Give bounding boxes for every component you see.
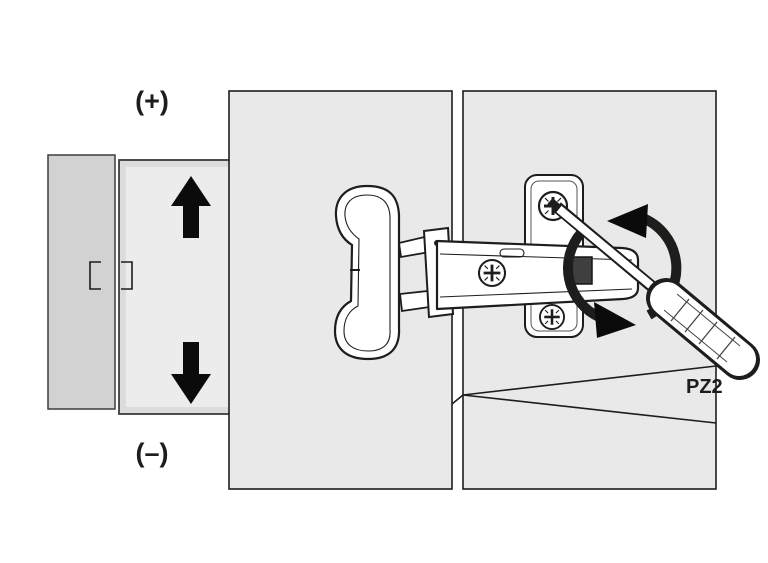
- arm-screw: [477, 258, 507, 288]
- hinge-arm-channel-bottom: [439, 288, 633, 298]
- tool-size-label: PZ2: [686, 376, 723, 398]
- screwdriver-shaft: [556, 205, 669, 302]
- minus-label: (–): [136, 438, 169, 468]
- rotate-arrowhead-bottom-icon: [594, 302, 636, 338]
- hinge-arm-channel-top: [439, 253, 633, 261]
- screwdriver-grip-lines: [663, 293, 741, 363]
- hinge-position-mark-left: [89, 261, 101, 290]
- rotate-arc-left: [563, 229, 602, 322]
- cabinet-shelf-edge-line: [451, 394, 464, 405]
- hinge-arm-slot-outline: [499, 248, 525, 258]
- arrow-up-icon: [171, 176, 211, 238]
- cabinet-illustration: PZ2: [228, 90, 760, 490]
- hinge-position-mark-right: [121, 261, 133, 290]
- hinge-cup-flange-inner: [343, 194, 391, 352]
- side-panel-edge: [47, 154, 116, 410]
- cabinet-door: [228, 90, 453, 490]
- screwdriver-handle: [650, 282, 756, 376]
- plate-screw-bottom: [538, 303, 566, 331]
- screwdriver: [547, 197, 760, 380]
- hinge: [333, 174, 640, 361]
- plus-label: (+): [135, 86, 169, 116]
- rotate-arrowhead-top-icon: [607, 204, 648, 238]
- hinge-cup-flange: [333, 184, 401, 361]
- arrow-down-icon: [171, 342, 211, 404]
